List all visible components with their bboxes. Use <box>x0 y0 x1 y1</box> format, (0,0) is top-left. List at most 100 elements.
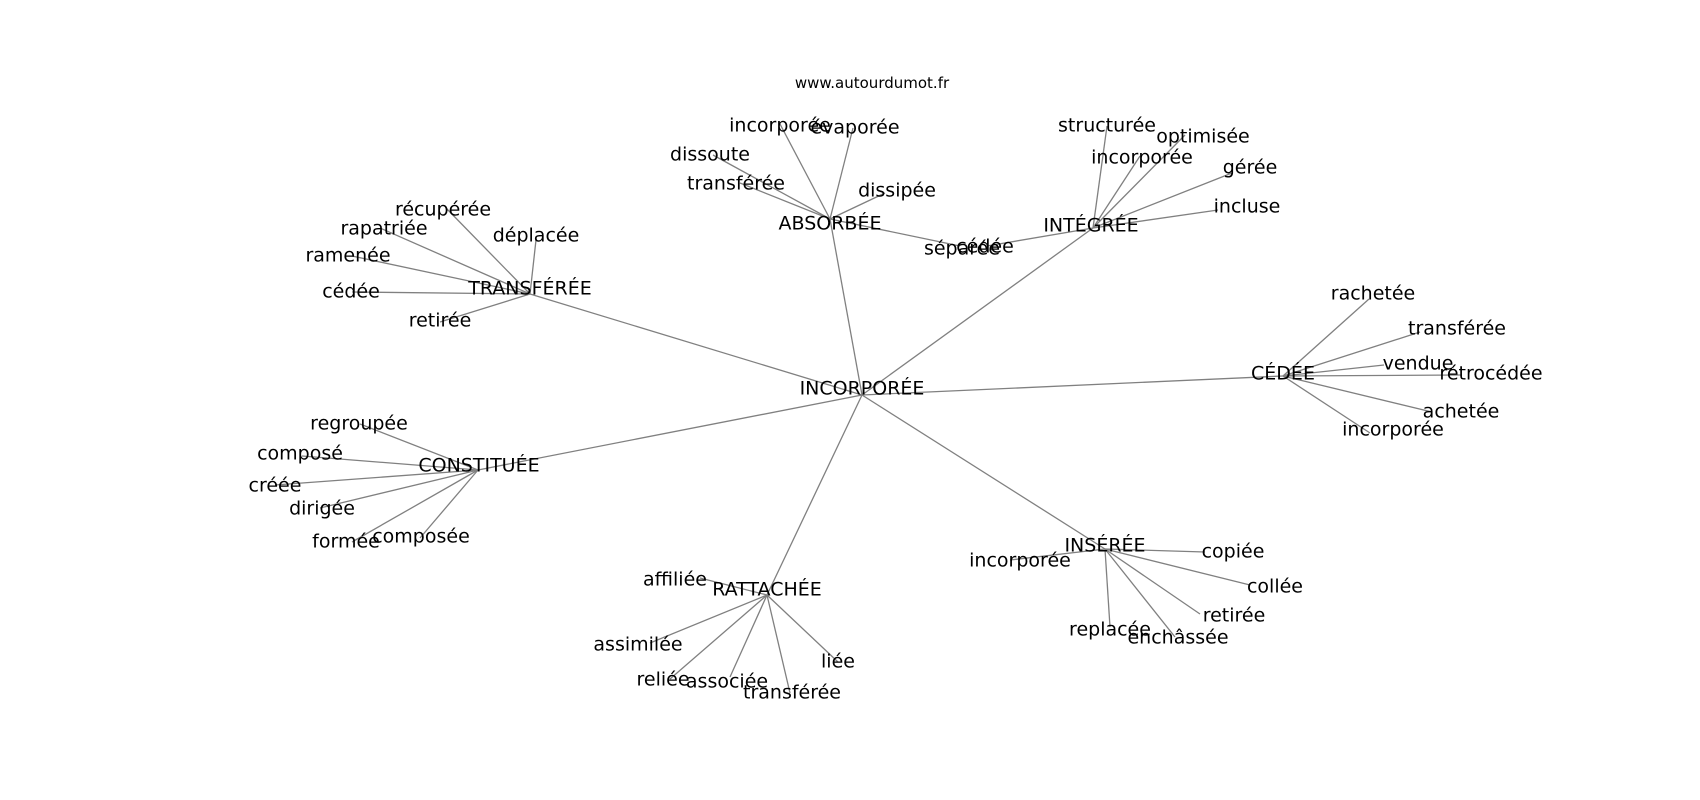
node-hub-cedee[interactable]: CÉDÉE <box>1251 362 1315 385</box>
edge-absorbee-separee <box>829 218 961 247</box>
edge-center-rattachee <box>766 394 863 596</box>
node-leaf-geree[interactable]: gérée <box>1223 157 1278 179</box>
node-leaf-copiee[interactable]: copiée <box>1202 541 1265 563</box>
node-leaf-reliee[interactable]: reliée <box>636 669 689 691</box>
edge-absorbee-transferee <box>739 182 831 220</box>
edge-integree-incluse <box>1092 209 1219 229</box>
node-leaf-structuree[interactable]: structurée <box>1058 115 1156 137</box>
edge-center-inseree <box>861 394 1106 550</box>
edge-absorbee-incorporee <box>779 123 831 220</box>
node-leaf-affiliee[interactable]: affiliée <box>643 569 707 591</box>
node-leaf-composee[interactable]: composée <box>372 526 470 548</box>
node-leaf-retiree[interactable]: retirée <box>1203 605 1266 627</box>
node-leaf-transferee[interactable]: transférée <box>743 682 841 704</box>
edge-constituee-creee <box>274 469 479 486</box>
edge-constituee-regroupee <box>359 423 479 471</box>
edge-integree-geree <box>1092 172 1233 229</box>
node-leaf-enchassee[interactable]: enchâssée <box>1127 627 1228 649</box>
node-leaf-recuperee[interactable]: récupérée <box>395 199 491 221</box>
edge-center-absorbee <box>829 218 863 396</box>
node-leaf-assimilee[interactable]: assimilée <box>593 634 682 656</box>
edge-cedee-rachetee <box>1282 298 1370 377</box>
graph-edges <box>274 123 1463 694</box>
edge-constituee-dirigee <box>319 469 479 509</box>
edge-rattachee-affiliee <box>699 577 768 596</box>
node-hub-rattachee[interactable]: RATTACHÉE <box>712 578 822 601</box>
node-leaf-vendue[interactable]: vendue <box>1383 353 1454 375</box>
node-leaf-creee[interactable]: créée <box>249 475 302 497</box>
node-leaf-incorporee[interactable]: incorporée <box>1091 147 1193 169</box>
edge-center-cedee <box>861 375 1284 396</box>
node-hub-absorbee[interactable]: ABSORBÉE <box>779 212 882 235</box>
node-hub-inseree[interactable]: INSÉRÉE <box>1064 534 1145 557</box>
node-leaf-rachetee[interactable]: rachetée <box>1331 283 1415 305</box>
node-leaf-regroupee[interactable]: regroupée <box>310 413 408 435</box>
node-leaf-associee[interactable]: associée <box>686 671 768 693</box>
edge-inseree-collee <box>1104 548 1251 586</box>
edge-transferee-cedee <box>351 291 531 295</box>
edge-cedee-vendue <box>1282 364 1385 377</box>
edge-transferee-recuperee <box>445 207 531 295</box>
node-hub-integree[interactable]: INTÉGRÉE <box>1043 214 1138 237</box>
node-leaf-replacee[interactable]: replacée <box>1069 619 1151 641</box>
edge-inseree-incorporee <box>1009 548 1106 561</box>
edge-constituee-compose <box>301 455 479 471</box>
edge-integree-cedee <box>986 227 1094 247</box>
node-leaf-retiree[interactable]: retirée <box>409 310 472 332</box>
node-leaf-cedee[interactable]: cédée <box>322 281 380 303</box>
edge-inseree-retiree <box>1104 548 1201 615</box>
node-leaf-incorporee[interactable]: incorporée <box>1342 419 1444 441</box>
node-leaf-optimisee[interactable]: optimisée <box>1156 126 1249 148</box>
edge-absorbee-dissipee <box>829 192 886 220</box>
edge-integree-structuree <box>1092 125 1108 229</box>
edge-integree-incorporee <box>1092 155 1141 229</box>
edge-center-transferee <box>529 293 863 396</box>
edge-transferee-deplacee <box>529 239 537 295</box>
edge-absorbee-evaporee <box>829 127 854 220</box>
node-leaf-evaporee[interactable]: évaporée <box>810 117 899 139</box>
node-center[interactable]: INCORPORÉE <box>800 377 925 400</box>
node-leaf-dirigee[interactable]: dirigée <box>289 498 355 520</box>
node-leaf-ramenee[interactable]: ramenée <box>305 245 390 267</box>
node-leaf-separee[interactable]: séparée <box>924 238 1000 260</box>
edge-rattachee-liee <box>766 594 839 663</box>
node-leaf-incorporee[interactable]: incorporée <box>729 115 831 137</box>
edge-rattachee-reliee <box>669 594 768 680</box>
node-leaf-incluse[interactable]: incluse <box>1214 196 1281 218</box>
node-leaf-compose[interactable]: composé <box>257 443 343 465</box>
edge-integree-optimisee <box>1092 134 1186 229</box>
node-leaf-dissipee[interactable]: dissipée <box>858 180 936 202</box>
node-leaf-cedee[interactable]: cédée <box>956 236 1014 258</box>
node-leaf-rapatriee[interactable]: rapatriée <box>340 218 427 240</box>
edge-rattachee-transferee <box>766 594 791 694</box>
site-watermark: www.autourdumot.fr <box>795 74 950 92</box>
node-hub-transferee[interactable]: TRANSFÉRÉE <box>467 277 591 300</box>
edge-cedee-retrocedee <box>1282 374 1463 377</box>
edge-transferee-ramenee <box>351 255 531 295</box>
edge-transferee-retiree <box>439 293 531 323</box>
edge-cedee-incorporee <box>1282 375 1371 434</box>
edge-constituee-composee <box>419 469 479 539</box>
edge-absorbee-dissoute <box>712 154 831 220</box>
node-leaf-transferee[interactable]: transférée <box>1408 318 1506 340</box>
node-leaf-retrocedee[interactable]: rétrocédée <box>1439 363 1542 385</box>
edge-inseree-replacee <box>1104 548 1111 628</box>
node-leaf-transferee[interactable]: transférée <box>687 173 785 195</box>
node-hub-constituee[interactable]: CONSTITUÉE <box>418 454 539 477</box>
edge-rattachee-associee <box>729 594 768 678</box>
edge-transferee-rapatriee <box>379 227 531 295</box>
edge-center-constituee <box>477 394 863 471</box>
node-leaf-liee[interactable]: liée <box>821 651 855 673</box>
node-leaf-dissoute[interactable]: dissoute <box>670 144 750 166</box>
edge-center-integree <box>861 227 1094 396</box>
node-leaf-incorporee[interactable]: incorporée <box>969 550 1071 572</box>
edge-cedee-transferee <box>1282 331 1421 377</box>
node-leaf-deplacee[interactable]: déplacée <box>493 225 580 247</box>
edge-cedee-achetee <box>1282 375 1433 413</box>
node-leaf-achetee[interactable]: achetée <box>1423 401 1500 423</box>
edge-constituee-formee <box>351 469 479 543</box>
node-leaf-collee[interactable]: collée <box>1247 576 1303 598</box>
node-leaf-formee[interactable]: formée <box>312 531 380 553</box>
